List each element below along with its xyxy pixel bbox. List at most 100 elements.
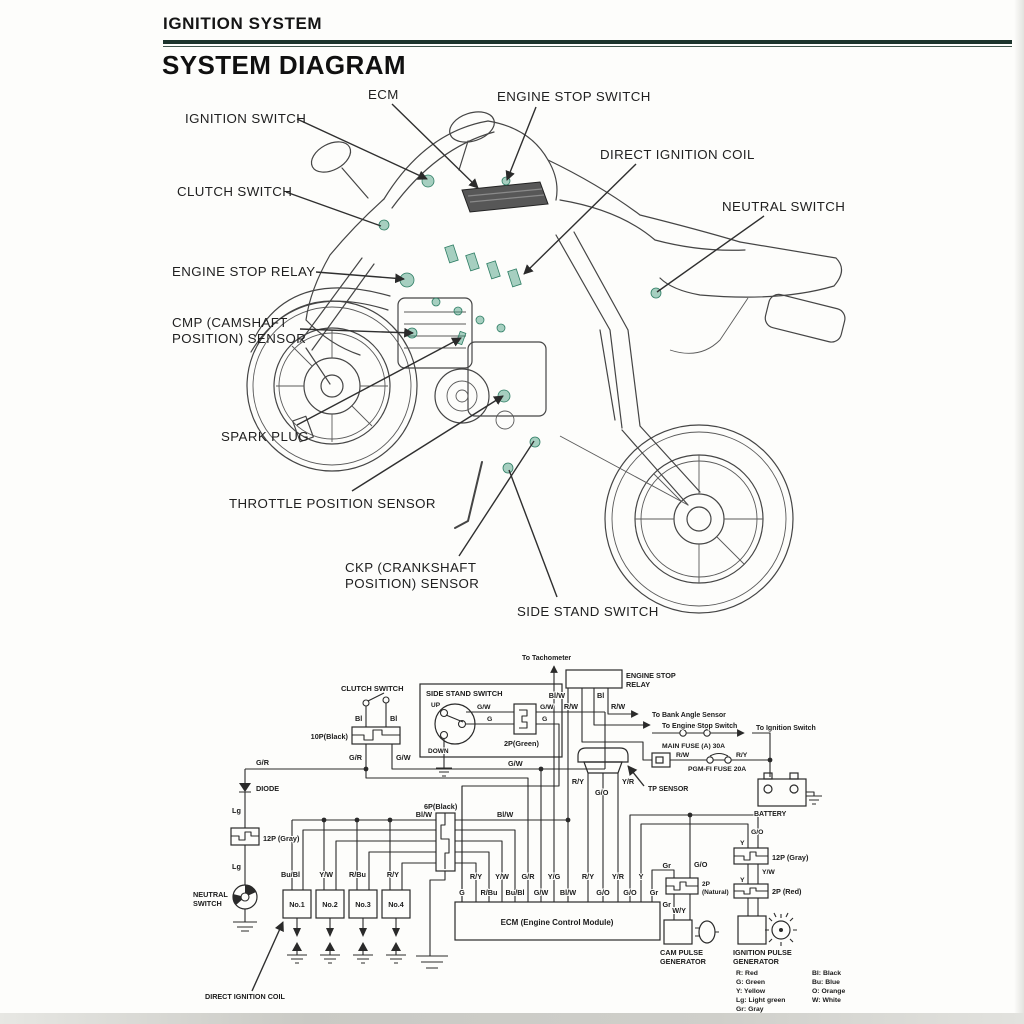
legend-o: O: Orange [812,988,845,995]
battery-label: BATTERY [754,811,787,818]
wire-rw-pgm-fuse: R/W [676,752,690,759]
coil-no1-label: No.1 [289,900,305,909]
legend-bl: Bl: Black [812,970,841,977]
ecm-pin-yg: Y/G [548,872,561,881]
ecm-pin-gr2: Gr [650,888,659,897]
connector-10p-black: 10P(Black) [311,732,349,741]
cam-pulse-rotor [695,920,719,944]
legend-r: R: Red [736,970,758,977]
wire-y-right-top: Y [740,840,745,847]
callout-neutral-switch: NEUTRAL SWITCH [722,199,845,214]
wire-y-right-bottom: Y [740,877,745,884]
callout-engine-stop-relay: ENGINE STOP RELAY [172,264,316,279]
ecm-pin-ry-1: R/Y [470,872,482,881]
side-stand-down: DOWN [428,748,449,755]
wire-yr-tp: Y/R [622,777,635,786]
ignition-pulse-rotor [765,912,797,946]
to-engine-stop-switch: To Engine Stop Switch [662,723,737,730]
wire-lg-upper: Lg [232,806,241,815]
ecm-pin-go-2: G/O [623,888,637,897]
clutch-switch-label: CLUTCH SWITCH [341,684,404,693]
connector-2p-natural: 2P(Natural) [702,881,729,896]
connector-2p-green: 2P(Green) [504,739,539,748]
wire-rw-relay-2: R/W [611,702,625,711]
wire-gr-natural-top: Gr [662,861,671,870]
connector-12p-gray-left: 12P (Gray) [263,834,300,843]
legend-y: Y: Yellow [736,988,766,995]
connector-12p-gray-right: 12P (Gray) [772,853,809,862]
spark-gap-symbols [287,918,406,964]
ecm-pin-blw: Bl/W [560,888,576,897]
ecm-pin-y: Y [639,872,644,881]
coil-no3-label: No.3 [355,900,371,909]
wire-gw-sidestand-left: G/W [477,704,491,711]
wire-gr-bus: G/R [256,758,270,767]
ecm-pin-go-1: G/O [596,888,610,897]
wire-ry-tp: R/Y [572,777,584,786]
wire-go-right-top: G/O [751,829,763,836]
pgm-fi-fuse-label: PGM-FI FUSE 20A [688,766,746,773]
heading-rule-thin [163,46,1012,47]
callout-spark-plug: SPARK PLUG [221,429,309,444]
callout-side-stand-switch: SIDE STAND SWITCH [517,604,659,619]
side-stand-up: UP [431,702,441,709]
ecm-pin-gr: G/R [522,872,536,881]
page-section-heading: IGNITION SYSTEM [163,14,323,33]
heading-rule [163,40,1012,44]
wire-go-tp: G/O [595,788,609,797]
callout-throttle-position-sensor: THROTTLE POSITION SENSOR [229,496,436,511]
ecm-pin-g: G [459,888,465,897]
wire-bubl-coil: Bu/Bl [281,870,300,879]
to-bank-angle-sensor: To Bank Angle Sensor [652,712,726,719]
wire-blw-bus-left: Bl/W [416,810,432,819]
connector-2p-red: 2P (Red) [772,887,802,896]
junction-dots [321,757,773,823]
wire-bl-right: Bl [390,714,397,723]
ecm-pin-gw: G/W [534,888,549,897]
wiring-schematic [230,665,822,992]
callout-leader-lines [285,103,765,598]
legend-gr: Gr: Gray [736,1006,764,1013]
wire-rw-relay-1: R/W [564,702,578,711]
wire-ry-pgm-fuse: R/Y [736,752,748,759]
callout-clutch-switch: CLUTCH SWITCH [177,184,292,199]
motorcycle-drawing [246,111,846,614]
to-tachometer: To Tachometer [522,655,571,662]
wire-lg-lower: Lg [232,862,241,871]
wire-g-sidestand-left: G [487,716,492,723]
wire-blw-bus-right: Bl/W [497,810,513,819]
wire-blw-relay: Bl/W [549,691,565,700]
ecm-pin-yr: Y/R [612,872,625,881]
callout-ignition-switch: IGNITION SWITCH [185,111,306,126]
wire-gr-natural-bottom: Gr [662,900,671,909]
wire-gr-clutch: G/R [349,753,363,762]
direct-ignition-coil-label: DIRECT IGNITION COIL [205,992,285,1001]
ecm-pin-yw: Y/W [495,872,509,881]
wire-go-natural-top: G/O [694,860,708,869]
wire-wy-natural-bottom: W/Y [672,906,686,915]
legend-w: W: White [812,997,841,1004]
connector-6p-black: 6P(Black) [424,802,458,811]
wire-gw-sidestand-right: G/W [540,704,554,711]
page-title: SYSTEM DIAGRAM [162,50,406,80]
diode-label: DIODE [256,784,279,793]
wire-yw-right: Y/W [762,869,775,876]
legend-lg: Lg: Light green [736,997,785,1004]
scan-edge-shadow [1014,0,1024,1024]
to-ignition-switch: To Ignition Switch [756,725,816,732]
legend-bu: Bu: Blue [812,979,840,986]
ecm-pin-bubl: Bu/Bl [505,888,524,897]
wire-rbu-coil: R/Bu [349,870,366,879]
callout-ecm: ECM [368,87,399,102]
wire-gw-clutch: G/W [396,753,411,762]
legend-g: G: Green [736,979,765,986]
